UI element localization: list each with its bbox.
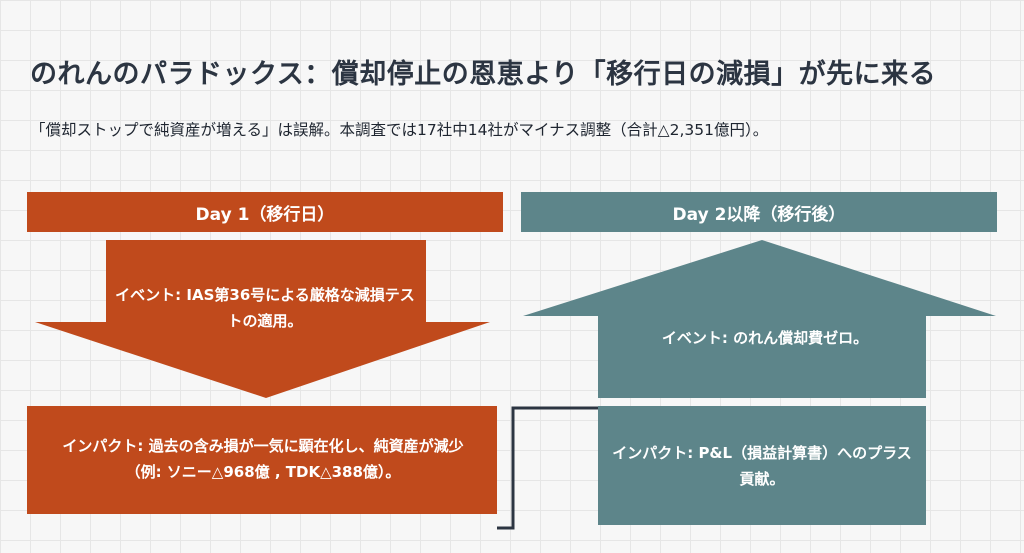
page-subtitle: 「償却ストップで純資産が増える」は誤解。本調査では17社中14社がマイナス調整（… (30, 121, 769, 139)
day2-event-text: イベント: のれん償却費ゼロ。 (661, 329, 869, 347)
day2-header: Day 2以降（移行後） (521, 192, 997, 232)
connector-line (497, 406, 598, 530)
day1-down-arrow (35, 240, 490, 398)
day1-impact-text: インパクト: 過去の含み損が一気に顕在化し、純資産が減少（例: ソニー△968億… (62, 437, 464, 481)
page-title: のれんのパラドックス：償却停止の恩恵より「移行日の減損」が先に来る (30, 59, 937, 90)
day2-up-arrow (523, 240, 996, 398)
day2-impact-box (598, 406, 926, 525)
day1-impact-box (27, 406, 497, 514)
day1-event-text: イベント: IAS第36号による厳格な減損テストの適用。 (115, 286, 415, 330)
day2-impact-text: インパクト: P&L（損益計算書）へのプラス貢献。 (612, 444, 912, 488)
day1-header: Day 1（移行日） (27, 192, 503, 232)
